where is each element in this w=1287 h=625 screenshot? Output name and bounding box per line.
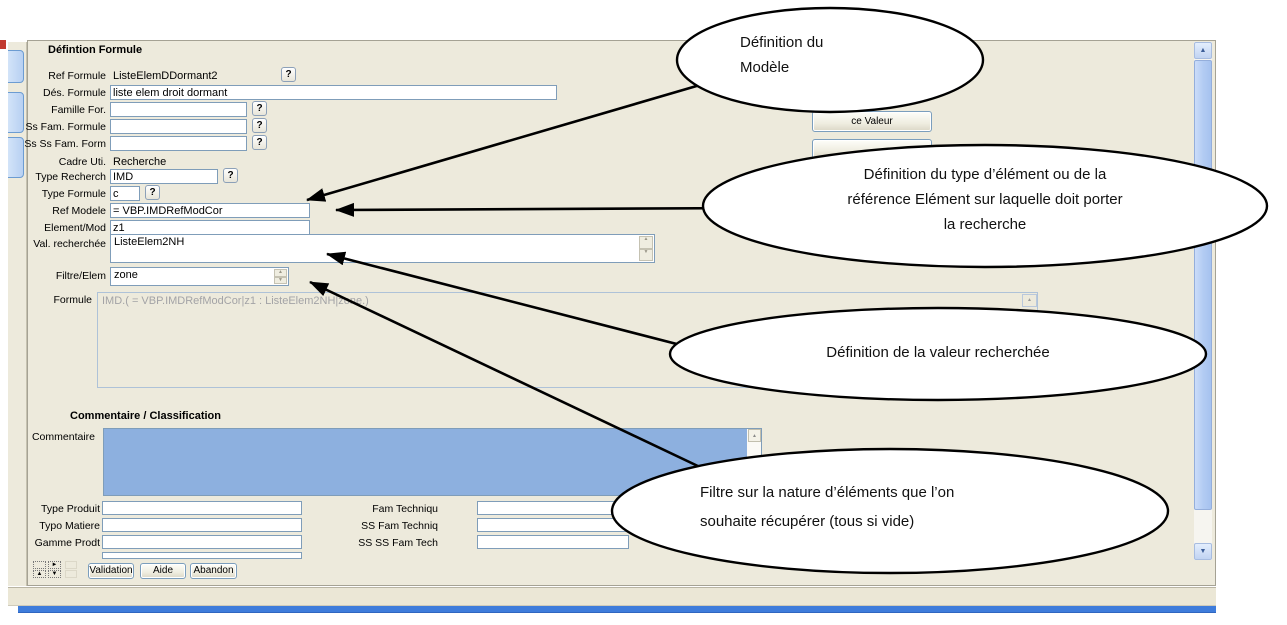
ss-ss-fam-tech-label: SS SS Fam Tech — [358, 537, 438, 549]
vertical-scrollbar[interactable]: ▲ ▼ — [1194, 42, 1212, 560]
red-cursor-mark — [0, 40, 6, 49]
nav-down-icon[interactable]: ▼ — [48, 570, 61, 578]
callout-type-element-text: Définition du type d’élément ou de la ré… — [847, 166, 1123, 233]
val-recherchee-spinner-down-icon[interactable]: ▼ — [639, 248, 653, 261]
filtre-elem-value: zone — [114, 269, 138, 281]
ss-fam-formule-help-button[interactable]: ? — [252, 118, 267, 133]
val-recherchee-textarea[interactable]: ListeElem2NH ▲ ▼ — [110, 234, 655, 263]
callout-filtre-text: Filtre sur la nature d’éléments que l’on… — [700, 484, 955, 530]
scrollbar-down-icon[interactable]: ▼ — [1194, 543, 1212, 560]
scrollbar-up-icon[interactable]: ▲ — [1194, 42, 1212, 59]
type-formule-input[interactable] — [110, 186, 140, 201]
val-recherchee-spinner-up-icon[interactable]: ▲ — [639, 236, 653, 249]
fam-techniqu-input[interactable] — [477, 501, 629, 515]
commentaire-scroll-up-icon[interactable]: ▲ — [748, 429, 761, 442]
commentaire-selection-fill — [104, 429, 747, 495]
type-produit-label: Type Produit — [41, 503, 100, 515]
status-strip — [8, 587, 1216, 606]
nav-up-icon[interactable]: ▲ — [33, 570, 46, 578]
ss-ss-fam-form-input[interactable] — [110, 136, 247, 151]
element-mod-input[interactable] — [110, 220, 310, 235]
formule-label: Formule — [53, 294, 92, 306]
nav-ghost-box-1 — [65, 561, 77, 569]
famille-for-input[interactable] — [110, 102, 247, 117]
filtre-elem-field[interactable]: zone ▲ ▼ — [110, 267, 289, 286]
filtre-elem-label: Filtre/Elem — [55, 270, 106, 282]
nav-next-icon[interactable]: ► — [48, 561, 61, 569]
type-recherch-help-button[interactable]: ? — [223, 168, 238, 183]
fam-techniqu-label: Fam Techniqu — [372, 503, 438, 515]
ref-modele-label: Ref Modele — [52, 205, 106, 217]
gamme-prodt-input[interactable] — [102, 535, 302, 549]
type-recherch-input[interactable] — [110, 169, 218, 184]
nav-ghost-box-2 — [65, 570, 77, 578]
abandon-button[interactable]: Abandon — [190, 563, 237, 579]
ref-formule-value: ListeElemDDormant2 — [113, 70, 218, 82]
partial-bottom-input[interactable] — [102, 552, 302, 559]
filtre-elem-spinner-up-icon[interactable]: ▲ — [274, 269, 287, 277]
des-formule-input[interactable] — [110, 85, 557, 100]
ss-fam-techniq-label: SS Fam Techniq — [361, 520, 438, 532]
val-recherchee-label: Val. recherchée — [33, 238, 106, 250]
section-title-commentaire: Commentaire / Classification — [70, 410, 221, 422]
ref-modele-input[interactable] — [110, 203, 310, 218]
bottom-accent-bar — [18, 606, 1216, 613]
des-formule-label: Dés. Formule — [42, 87, 106, 99]
callout-modele-text: Définition du Modèle — [740, 34, 824, 76]
filtre-elem-spinner-down-icon[interactable]: ▼ — [274, 276, 287, 284]
nav-first-button[interactable] — [33, 561, 46, 569]
left-toolbar-button-2[interactable] — [8, 92, 24, 133]
ss-ss-fam-tech-input[interactable] — [477, 535, 629, 549]
section-title-definition-formule: Défintion Formule — [48, 44, 143, 56]
formule-value: IMD.( = VBP.IMDRefModCor|z1 : ListeElem2… — [102, 295, 369, 307]
ss-ss-fam-form-help-button[interactable]: ? — [252, 135, 267, 150]
commentaire-textarea[interactable]: ▲ — [103, 428, 762, 496]
typo-matiere-label: Typo Matiere — [39, 520, 100, 532]
aide-button[interactable]: Aide — [140, 563, 186, 579]
famille-for-label: Famille For. — [51, 104, 106, 116]
ref-formule-help-button[interactable]: ? — [281, 67, 296, 82]
left-toolbar-button-1[interactable] — [8, 50, 24, 83]
left-toolbar-button-3[interactable] — [8, 137, 24, 178]
ss-ss-fam-form-label: Ss Ss Fam. Form — [24, 138, 106, 150]
validation-button[interactable]: Validation — [88, 563, 134, 579]
scrollbar-thumb[interactable] — [1194, 60, 1212, 510]
ss-fam-formule-label: Ss Fam. Formule — [25, 121, 106, 133]
second-partial-button[interactable] — [812, 139, 932, 159]
element-mod-label: Element/Mod — [44, 222, 106, 234]
cadre-uti-label: Cadre Uti. — [58, 156, 106, 168]
valeur-partial-button[interactable]: ce Valeur — [812, 111, 932, 132]
type-produit-input[interactable] — [102, 501, 302, 515]
val-recherchee-value: ListeElem2NH — [114, 236, 185, 248]
ss-fam-formule-input[interactable] — [110, 119, 247, 134]
gamme-prodt-label: Gamme Prodt — [34, 537, 100, 549]
commentaire-label: Commentaire — [31, 431, 95, 443]
type-formule-help-button[interactable]: ? — [145, 185, 160, 200]
type-formule-label: Type Formule — [41, 188, 106, 200]
ss-fam-techniq-input[interactable] — [477, 518, 629, 532]
type-recherch-label: Type Recherch — [35, 171, 106, 183]
ref-formule-label: Ref Formule — [48, 70, 106, 82]
callout-valeur-text: Définition de la valeur recherchée — [826, 344, 1050, 361]
cadre-uti-value: Recherche — [113, 156, 167, 168]
typo-matiere-input[interactable] — [102, 518, 302, 532]
formule-scroll-up-icon[interactable]: ▲ — [1022, 294, 1037, 307]
left-toolbar-strip — [8, 42, 27, 586]
famille-for-help-button[interactable]: ? — [252, 101, 267, 116]
